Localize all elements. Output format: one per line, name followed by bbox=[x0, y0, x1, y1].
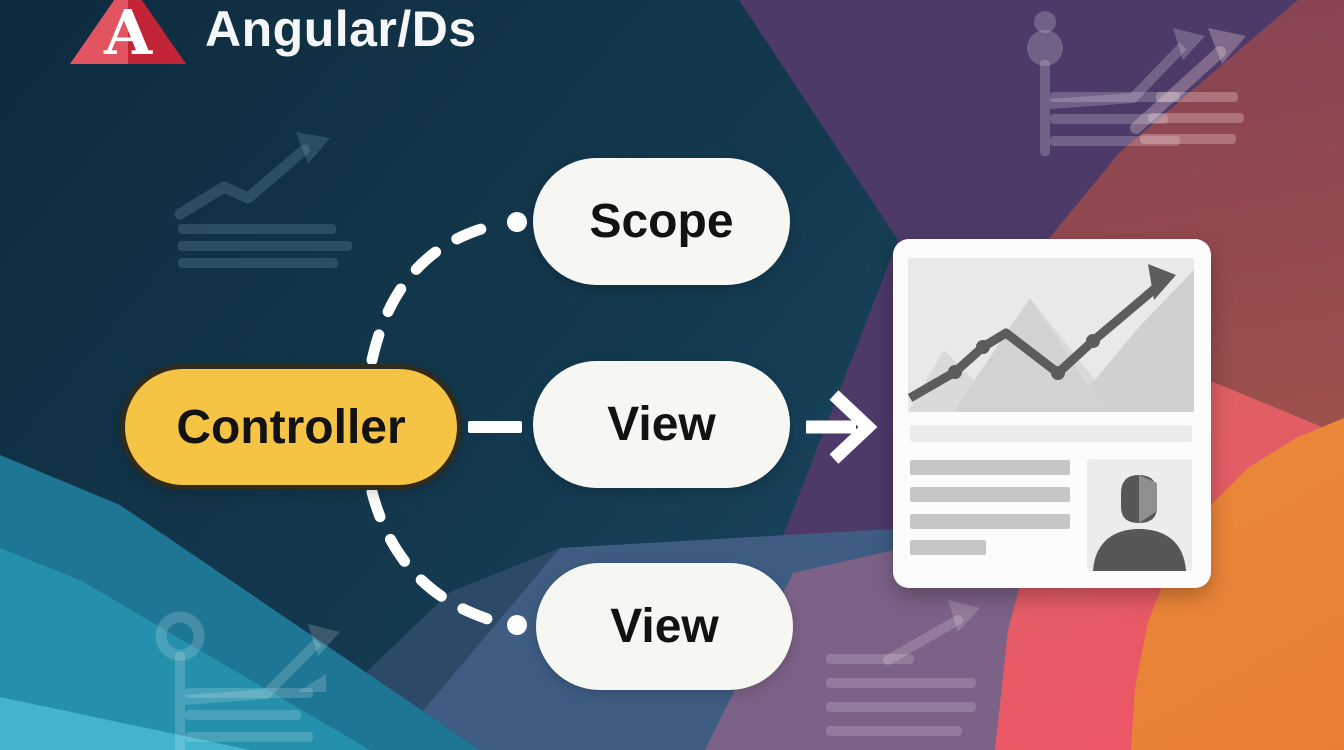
card-text-line bbox=[910, 487, 1070, 502]
card-divider-bar bbox=[910, 425, 1192, 442]
logo-letter: A bbox=[103, 0, 153, 64]
report-card bbox=[893, 239, 1211, 588]
card-text-line bbox=[910, 514, 1070, 529]
dashed-connector-controller-scope bbox=[366, 217, 511, 366]
connector-dash-controller-view bbox=[468, 421, 522, 433]
node-controller-label: Controller bbox=[176, 400, 406, 454]
trend-chart-icon bbox=[174, 132, 352, 268]
connector-dot-scope bbox=[507, 212, 527, 232]
node-scope-label: Scope bbox=[589, 195, 734, 248]
angular-logo-icon: A bbox=[70, 0, 186, 64]
card-text-line bbox=[910, 460, 1070, 475]
line-chart-graphic bbox=[908, 264, 1194, 412]
node-view-bottom: View bbox=[536, 563, 793, 690]
card-text-line-short bbox=[910, 540, 986, 555]
line-chart-thumbnail bbox=[908, 258, 1194, 412]
person-silhouette-icon bbox=[1093, 475, 1186, 571]
node-view-top-label: View bbox=[607, 398, 716, 451]
node-scope: Scope bbox=[533, 158, 790, 285]
node-view-top: View bbox=[533, 361, 790, 488]
node-controller: Controller bbox=[120, 364, 462, 490]
brand-title: Angular/Ds bbox=[205, 1, 477, 57]
node-view-bottom-label: View bbox=[610, 600, 719, 653]
avatar bbox=[1087, 459, 1192, 571]
